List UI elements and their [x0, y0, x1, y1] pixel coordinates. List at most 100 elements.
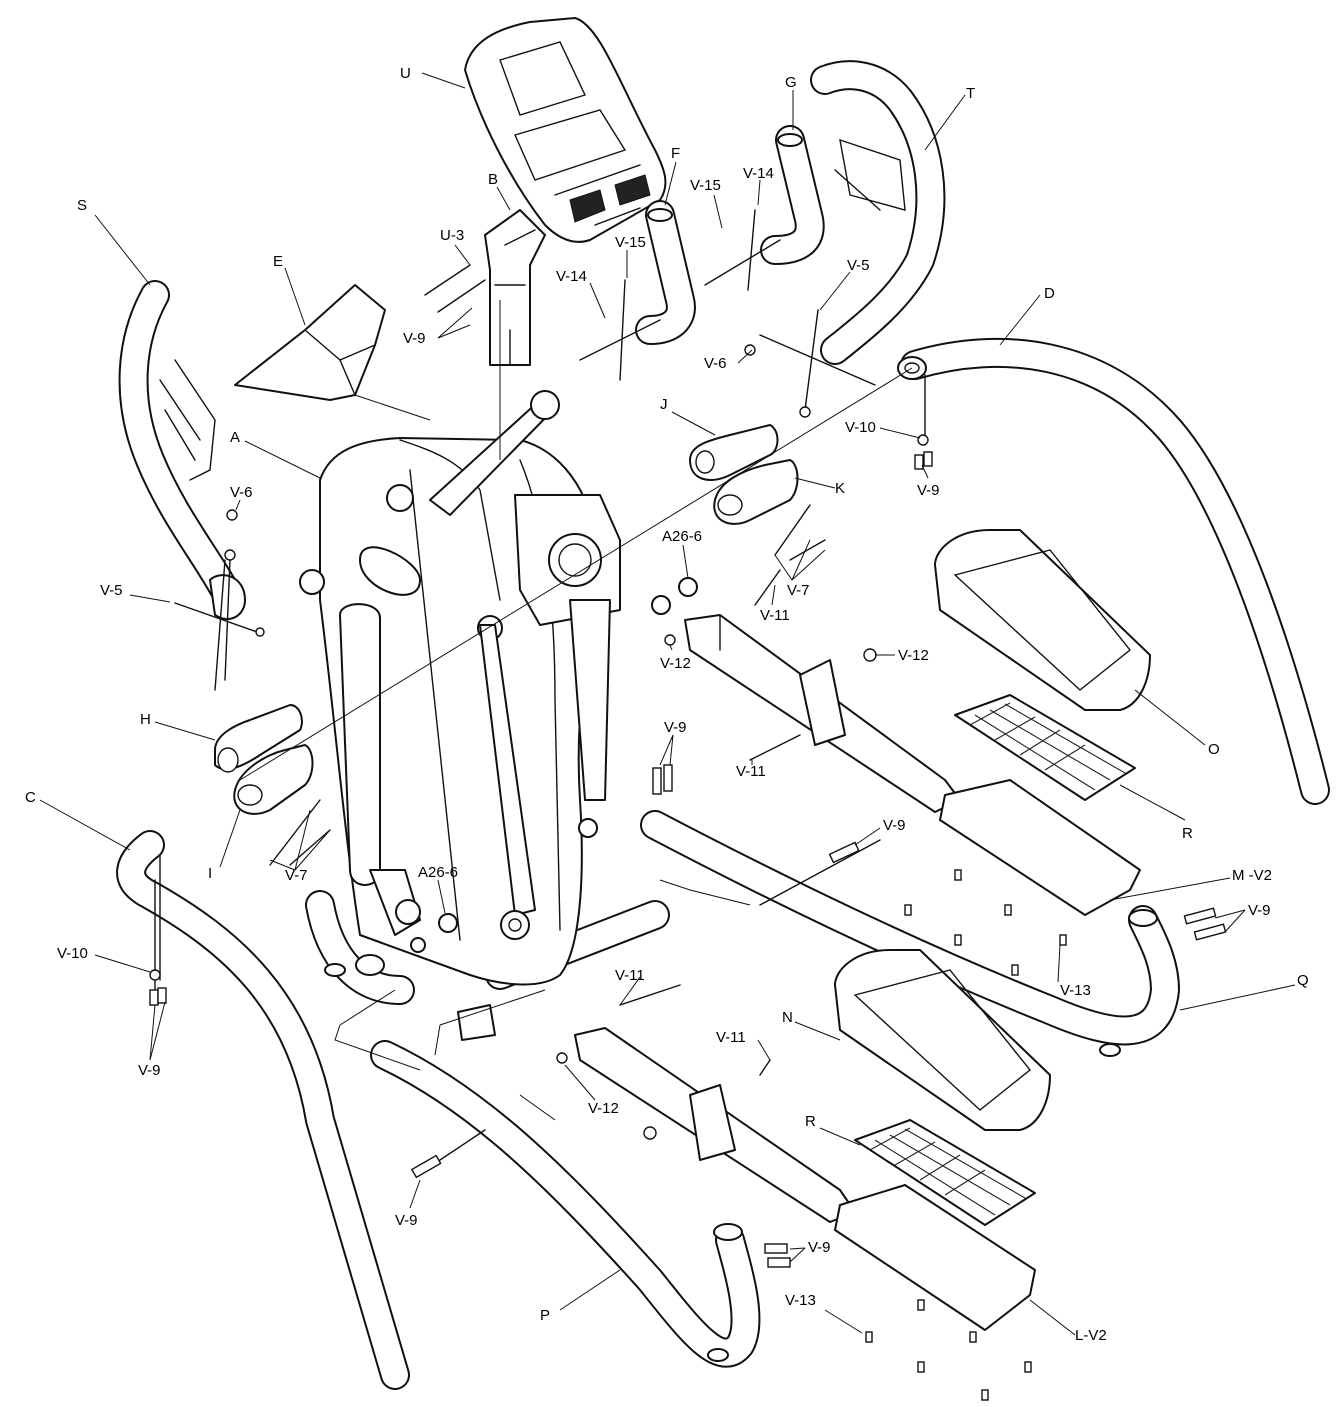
base-tube-c — [116, 830, 410, 1390]
svg-text:F: F — [671, 145, 680, 162]
front-cover-e — [234, 284, 386, 401]
svg-text:U-3: U-3 — [440, 227, 464, 244]
label-v9-left-lower: V-9 — [138, 1001, 166, 1079]
svg-text:V-9: V-9 — [1248, 902, 1271, 919]
svg-text:V-5: V-5 — [100, 582, 123, 599]
handlebar-t — [810, 60, 946, 365]
label-v15-right: V-15 — [690, 177, 723, 229]
svg-text:V-7: V-7 — [787, 582, 810, 599]
label-u3: U-3 — [440, 227, 471, 266]
label-g: G — [785, 74, 797, 130]
label-o: O — [1134, 689, 1220, 758]
label-v11-upper: V-11 — [760, 584, 790, 624]
svg-text:E: E — [273, 253, 283, 270]
svg-text:V-11: V-11 — [615, 967, 645, 984]
svg-text:I: I — [208, 865, 212, 882]
label-f: F — [664, 145, 680, 206]
label-q: Q — [1179, 972, 1309, 1011]
label-n: N — [782, 1009, 841, 1041]
svg-text:V-12: V-12 — [588, 1100, 619, 1117]
handlebar-s — [118, 280, 246, 620]
svg-text:V-7: V-7 — [285, 867, 308, 884]
label-l-v2: L-V2 — [1029, 1299, 1107, 1344]
svg-text:B: B — [488, 171, 498, 188]
svg-text:A26-6: A26-6 — [662, 528, 702, 545]
label-v15-left: V-15 — [615, 234, 646, 278]
label-v14-left: V-14 — [556, 268, 606, 319]
svg-text:C: C — [25, 789, 36, 806]
svg-text:V-14: V-14 — [743, 165, 774, 182]
svg-text:V-12: V-12 — [660, 655, 691, 672]
label-v12-upper-right: V-12 — [875, 647, 929, 664]
label-p: P — [540, 1269, 621, 1324]
label-v7-right: V-7 — [774, 539, 826, 599]
pedal-shell-o — [934, 529, 1151, 711]
label-j: J — [660, 396, 716, 436]
label-v9-upper: V-9 — [403, 307, 473, 347]
svg-text:V-9: V-9 — [403, 330, 426, 347]
svg-text:O: O — [1208, 741, 1220, 758]
svg-text:N: N — [782, 1009, 793, 1026]
label-v12-lower: V-12 — [564, 1064, 619, 1117]
label-v9-mid: V-9 — [659, 719, 687, 766]
main-frame-a — [299, 390, 621, 986]
svg-text:V-12: V-12 — [898, 647, 929, 664]
label-t: T — [924, 85, 975, 151]
label-k: K — [794, 477, 845, 497]
handle-grip-g — [760, 125, 825, 265]
label-v13-upper: V-13 — [1057, 944, 1091, 999]
svg-text:M -V2: M -V2 — [1232, 867, 1272, 884]
base-tube-p — [370, 1040, 761, 1368]
label-e: E — [273, 253, 306, 326]
pedal-arm-left — [574, 1027, 1036, 1331]
hardware-set — [149, 209, 1227, 1401]
label-d: D — [999, 285, 1055, 346]
svg-text:G: G — [785, 74, 797, 91]
svg-text:V-11: V-11 — [760, 607, 790, 624]
svg-text:V-13: V-13 — [785, 1292, 816, 1309]
assembly-axis-lines — [239, 300, 913, 1121]
svg-text:V-9: V-9 — [808, 1239, 831, 1256]
handle-grip-f — [635, 200, 696, 345]
label-u: U — [400, 65, 466, 89]
console-u — [464, 17, 667, 243]
label-v12-upper-left: V-12 — [660, 644, 691, 672]
label-r-lower: R — [805, 1113, 861, 1146]
label-v10-left: V-10 — [57, 945, 151, 973]
svg-text:V-15: V-15 — [615, 234, 646, 251]
svg-text:V-15: V-15 — [690, 177, 721, 194]
label-v13-lower: V-13 — [785, 1292, 863, 1334]
label-v9-p: V-9 — [789, 1239, 831, 1263]
label-v7-left: V-7 — [269, 809, 331, 884]
label-i: I — [208, 809, 241, 882]
svg-text:S: S — [77, 197, 87, 214]
label-v9-lower-left: V-9 — [395, 1179, 421, 1229]
base-tube-q — [640, 810, 1180, 1057]
pedal-arm-right — [684, 614, 1141, 916]
label-v5-left: V-5 — [100, 582, 171, 603]
svg-text:K: K — [835, 480, 845, 497]
svg-text:V-11: V-11 — [736, 763, 766, 780]
svg-text:V-14: V-14 — [556, 268, 587, 285]
pedal-shell-n — [834, 949, 1051, 1131]
svg-text:V-11: V-11 — [716, 1029, 746, 1046]
label-v10-right: V-10 — [845, 419, 921, 439]
svg-text:V-10: V-10 — [845, 419, 876, 436]
label-b: B — [488, 171, 511, 211]
console-mast-b — [484, 209, 546, 366]
bushing-clamp-i — [233, 744, 314, 815]
label-v9-right-top: V-9 — [917, 464, 940, 499]
svg-text:T: T — [966, 85, 975, 102]
svg-text:V-13: V-13 — [1060, 982, 1091, 999]
bushing-clamp-j — [689, 424, 779, 481]
svg-text:A26-6: A26-6 — [418, 864, 458, 881]
label-h: H — [140, 711, 216, 741]
svg-text:R: R — [1182, 825, 1193, 842]
svg-text:L-V2: L-V2 — [1075, 1327, 1107, 1344]
label-s: S — [77, 197, 151, 286]
label-v6-left: V-6 — [230, 484, 253, 511]
svg-text:P: P — [540, 1307, 550, 1324]
label-v6-right: V-6 — [704, 349, 753, 372]
label-a26-6-lower: A26-6 — [418, 864, 458, 914]
